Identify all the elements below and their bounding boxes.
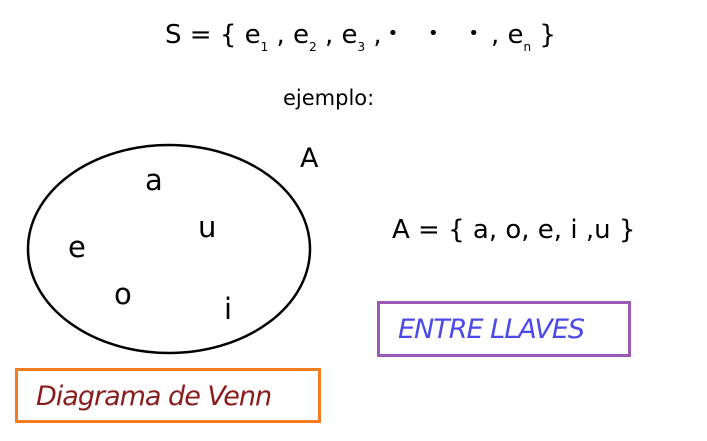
entre-llaves-box: ENTRE LLAVES [377, 301, 631, 357]
venn-element-a: a [145, 163, 163, 197]
venn-set-ellipse [26, 143, 312, 355]
example-label: ejemplo: [283, 86, 375, 110]
formula-sep-2: , e [316, 20, 358, 50]
entre-llaves-label: ENTRE LLAVES [398, 314, 585, 345]
venn-set-name: A [300, 143, 319, 174]
venn-element-i: i [224, 292, 233, 326]
venn-caption-box: Diagrama de Venn [15, 368, 321, 423]
formula-sub-n: n [523, 40, 532, 54]
formula-sep-3: , [365, 20, 382, 50]
formula-sep-4: , e [490, 20, 524, 50]
formula-sub-3: 3 [357, 40, 366, 54]
formula-sub-2: 2 [309, 40, 317, 54]
venn-caption-label: Diagrama de Venn [36, 381, 272, 412]
formula-prefix: S = { e [165, 20, 261, 50]
venn-element-e: e [68, 230, 86, 264]
venn-element-u: u [198, 210, 217, 244]
set-roster-notation: A = { a, o, e, i ,u } [392, 215, 636, 245]
formula-ellipsis: • • • [387, 23, 491, 44]
venn-element-o: o [114, 277, 132, 311]
formula-sub-1: 1 [260, 40, 269, 54]
set-definition-formula: S = { e1 , e2 , e3 ,• • •, en } [165, 16, 556, 53]
formula-sep-1: , e [268, 20, 310, 50]
formula-suffix: } [531, 20, 556, 50]
